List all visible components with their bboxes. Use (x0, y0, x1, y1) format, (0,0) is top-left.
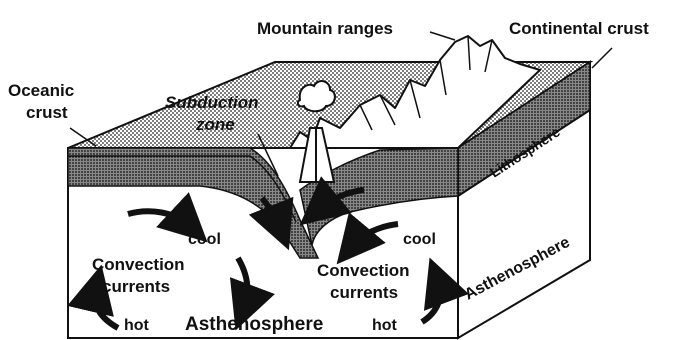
pointer-continental (592, 48, 612, 68)
label-oceanic-crust-1: Oceanic (8, 81, 74, 100)
label-convection-left-1: Convection (92, 255, 185, 274)
pointer-mountain (430, 32, 455, 40)
label-mountain-ranges: Mountain ranges (257, 19, 393, 38)
label-subduction-1: Subduction (165, 93, 258, 112)
label-oceanic-crust-2: crust (26, 103, 68, 122)
label-cool-right: cool (403, 231, 436, 248)
label-hot-left: hot (124, 317, 150, 334)
label-continental-crust: Continental crust (509, 19, 649, 38)
label-convection-right-1: Convection (317, 261, 410, 280)
label-hot-right: hot (372, 317, 398, 334)
label-convection-left-2: currents (102, 277, 170, 296)
label-asthenosphere-front: Asthenosphere (185, 314, 323, 335)
label-cool-left: cool (188, 231, 221, 248)
label-convection-right-2: currents (330, 283, 398, 302)
label-subduction-2: zone (195, 115, 235, 134)
